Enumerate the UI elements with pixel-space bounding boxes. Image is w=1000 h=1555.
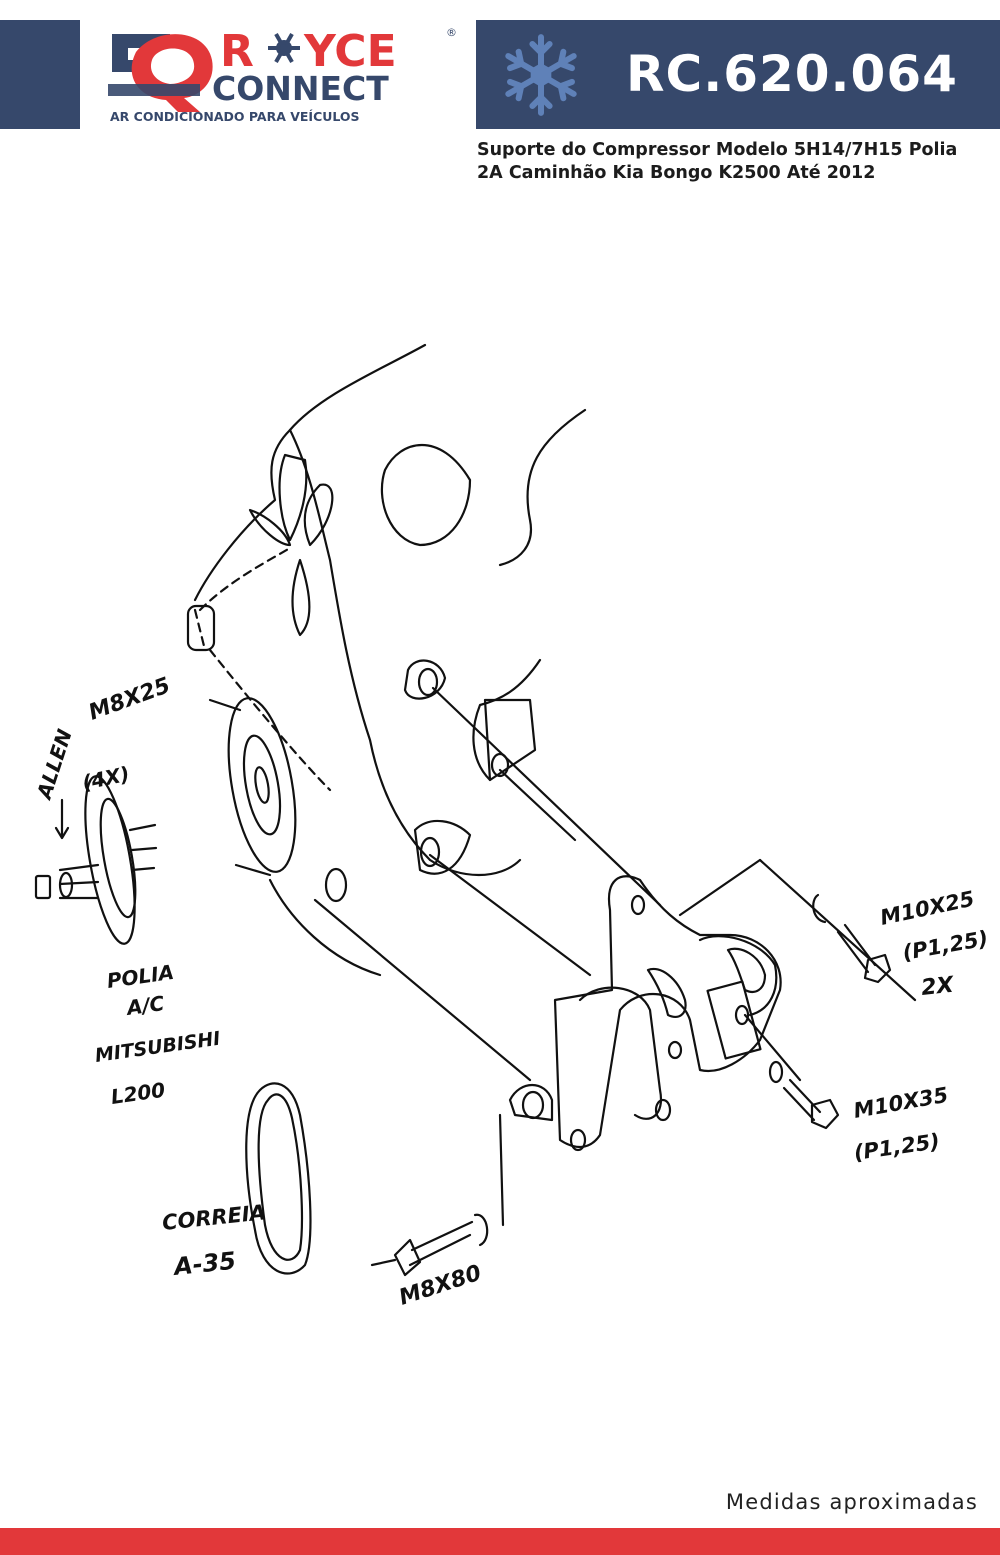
header-left-block [0,20,80,129]
label-allen-qty: (4X) [80,762,132,795]
brand-name-r: R [220,26,254,77]
engine-bottom-line [268,878,382,977]
snowflake-icon [505,34,577,116]
brand-snowflake-icon [268,33,300,63]
brand-name-rest: YCE [303,26,397,77]
compressor-bracket [553,875,782,1148]
assembly-drawing: M8X25 ALLEN (4X) POLIA A/C MITSUBISHI L2… [31,343,990,1311]
washer-m10x25 [812,893,827,924]
label-m8x25: M8X25 [86,673,174,725]
engine-side [288,428,522,876]
drawing-labels: M8X25 ALLEN (4X) POLIA A/C MITSUBISHI L2… [31,673,990,1311]
engine-lower [472,658,542,782]
label-correia: CORREIA [161,1200,267,1235]
brand-name-line2: CONNECT [212,69,389,108]
label-a35: A-35 [171,1247,238,1282]
bracket-slot-1 [726,947,767,993]
brand-logo: R YCE ® CONNECT AR CONDICIONADO PARA VEÍ… [108,26,457,124]
fan-blades [248,453,334,637]
product-description: Suporte do Compressor Modelo 5H14/7H15 P… [477,139,997,185]
engine-block-right [498,408,587,567]
label-polia-model: L200 [109,1078,166,1109]
measurements-note: Medidas aproximadas [725,1490,978,1514]
bolt-m10x35 [782,1078,840,1130]
bolt-m8x80 [393,1220,474,1277]
washer-m8x80 [473,1213,489,1247]
label-m10x35: M10X35 [852,1083,950,1123]
idler-pulley [186,604,216,652]
allen-arrow [54,798,70,840]
product-code: RC.620.064 [626,45,958,103]
belt-dashed [193,546,332,792]
bolt-m10x25 [836,923,892,984]
product-header: RC.620.064 [476,20,1000,129]
crank-pulley [227,697,297,873]
label-polia: POLIA [105,960,175,993]
brand-q-icon [108,34,213,112]
engine-top [380,443,472,547]
engine-mount-lug-1 [417,667,439,697]
engine-outline [193,343,427,602]
label-m10x35-pitch: (P1,25) [852,1129,941,1165]
label-m8x80: M8X80 [396,1261,484,1311]
label-polia-brand: MITSUBISHI [94,1028,222,1067]
align-line-1 [431,686,662,907]
product-description-line1: Suporte do Compressor Modelo 5H14/7H15 P… [477,140,958,160]
drawing-strokes [34,343,917,1277]
product-description-line2: 2A Caminhão Kia Bongo K2500 Até 2012 [477,163,876,183]
bracket-slot-2 [646,967,687,1018]
belt-a35 [245,1082,312,1275]
label-m10x25-pitch: (P1,25) [901,926,990,965]
label-qty-2x: 2X [920,973,956,1001]
washer-m10x35 [768,1060,784,1084]
label-polia-ac: A/C [123,991,166,1020]
registered-mark: ® [446,26,457,39]
footer-bar [0,1528,1000,1555]
label-allen: ALLEN [31,726,77,803]
label-m10x25: M10X25 [878,887,976,930]
brand-tagline: AR CONDICIONADO PARA VEÍCULOS [110,109,360,124]
ac-pulley [84,775,136,945]
